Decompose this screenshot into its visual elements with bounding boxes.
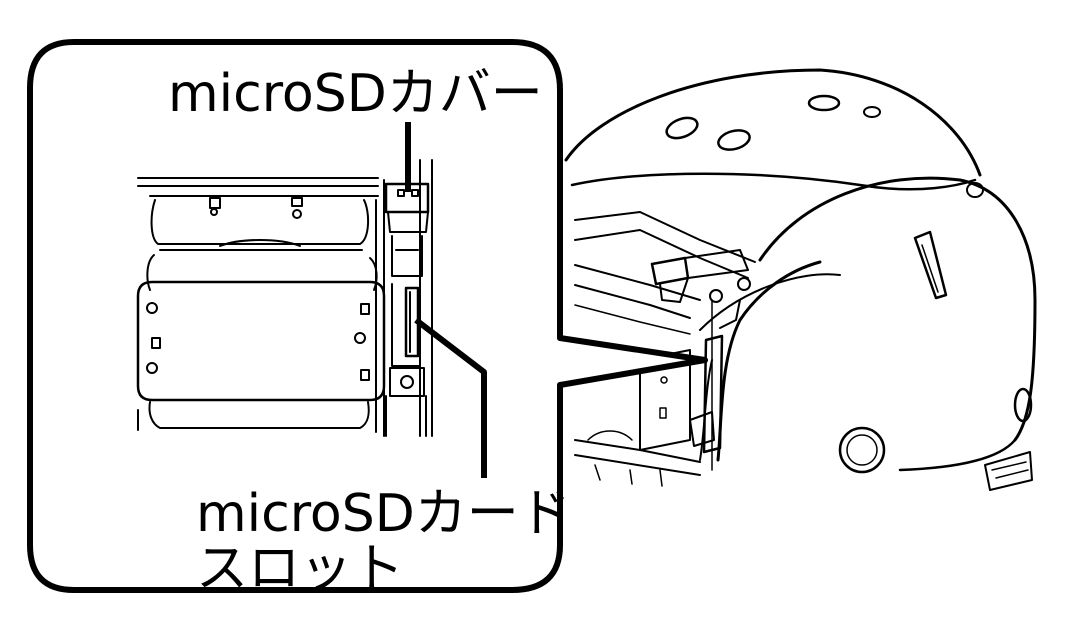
- leader-line-slot: [414, 317, 487, 478]
- zoomed-slot-view: [136, 159, 433, 437]
- robot-body: [564, 68, 1037, 491]
- microsd-cover-label: microSDカバー: [168, 64, 543, 124]
- microsd-slot-label-line2: スロット: [196, 539, 405, 599]
- microsd-slot-label-line1: microSDカード: [196, 484, 571, 544]
